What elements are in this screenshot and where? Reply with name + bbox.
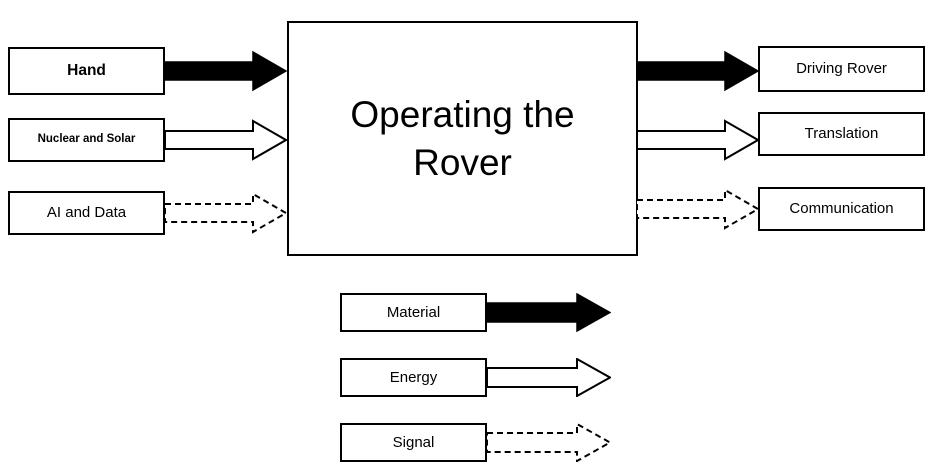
legend-arrow-energy: [487, 358, 611, 397]
legend-box-material-label: Material: [386, 303, 441, 321]
output-box-translation[interactable]: Translation: [758, 112, 925, 156]
center-process-title: Operating the Rover: [350, 91, 574, 186]
arrow-energy-output: [637, 119, 759, 161]
center-title-line-2: Rover: [413, 141, 512, 183]
input-box-ai-and-data-label: AI and Data: [46, 204, 127, 222]
input-box-hand-label: Hand: [67, 62, 106, 80]
legend-box-material[interactable]: Material: [340, 293, 487, 332]
arrow-energy-input: [165, 119, 287, 161]
output-box-translation-label: Translation: [804, 125, 879, 143]
output-box-driving-rover-label: Driving Rover: [796, 60, 887, 78]
input-box-nuclear-and-solar-label: Nuclear and Solar: [37, 133, 136, 146]
input-box-hand[interactable]: Hand: [8, 47, 165, 95]
legend-box-signal-label: Signal: [392, 433, 435, 451]
input-box-nuclear-and-solar[interactable]: Nuclear and Solar: [8, 118, 165, 162]
legend-box-energy-label: Energy: [389, 368, 438, 386]
output-box-driving-rover[interactable]: Driving Rover: [758, 46, 925, 92]
output-box-communication[interactable]: Communication: [758, 187, 925, 231]
output-box-communication-label: Communication: [789, 200, 894, 218]
arrow-material-input: [165, 50, 287, 92]
center-process-box[interactable]: Operating the Rover: [287, 21, 638, 256]
legend-arrow-material: [487, 293, 611, 332]
arrow-material-output: [637, 50, 759, 92]
legend-box-signal[interactable]: Signal: [340, 423, 487, 462]
input-box-ai-and-data[interactable]: AI and Data: [8, 191, 165, 235]
center-title-line-1: Operating the: [350, 94, 575, 136]
arrow-signal-output: [637, 188, 759, 230]
arrow-signal-input: [165, 192, 287, 234]
legend-box-energy[interactable]: Energy: [340, 358, 487, 397]
legend-arrow-signal: [487, 423, 611, 462]
